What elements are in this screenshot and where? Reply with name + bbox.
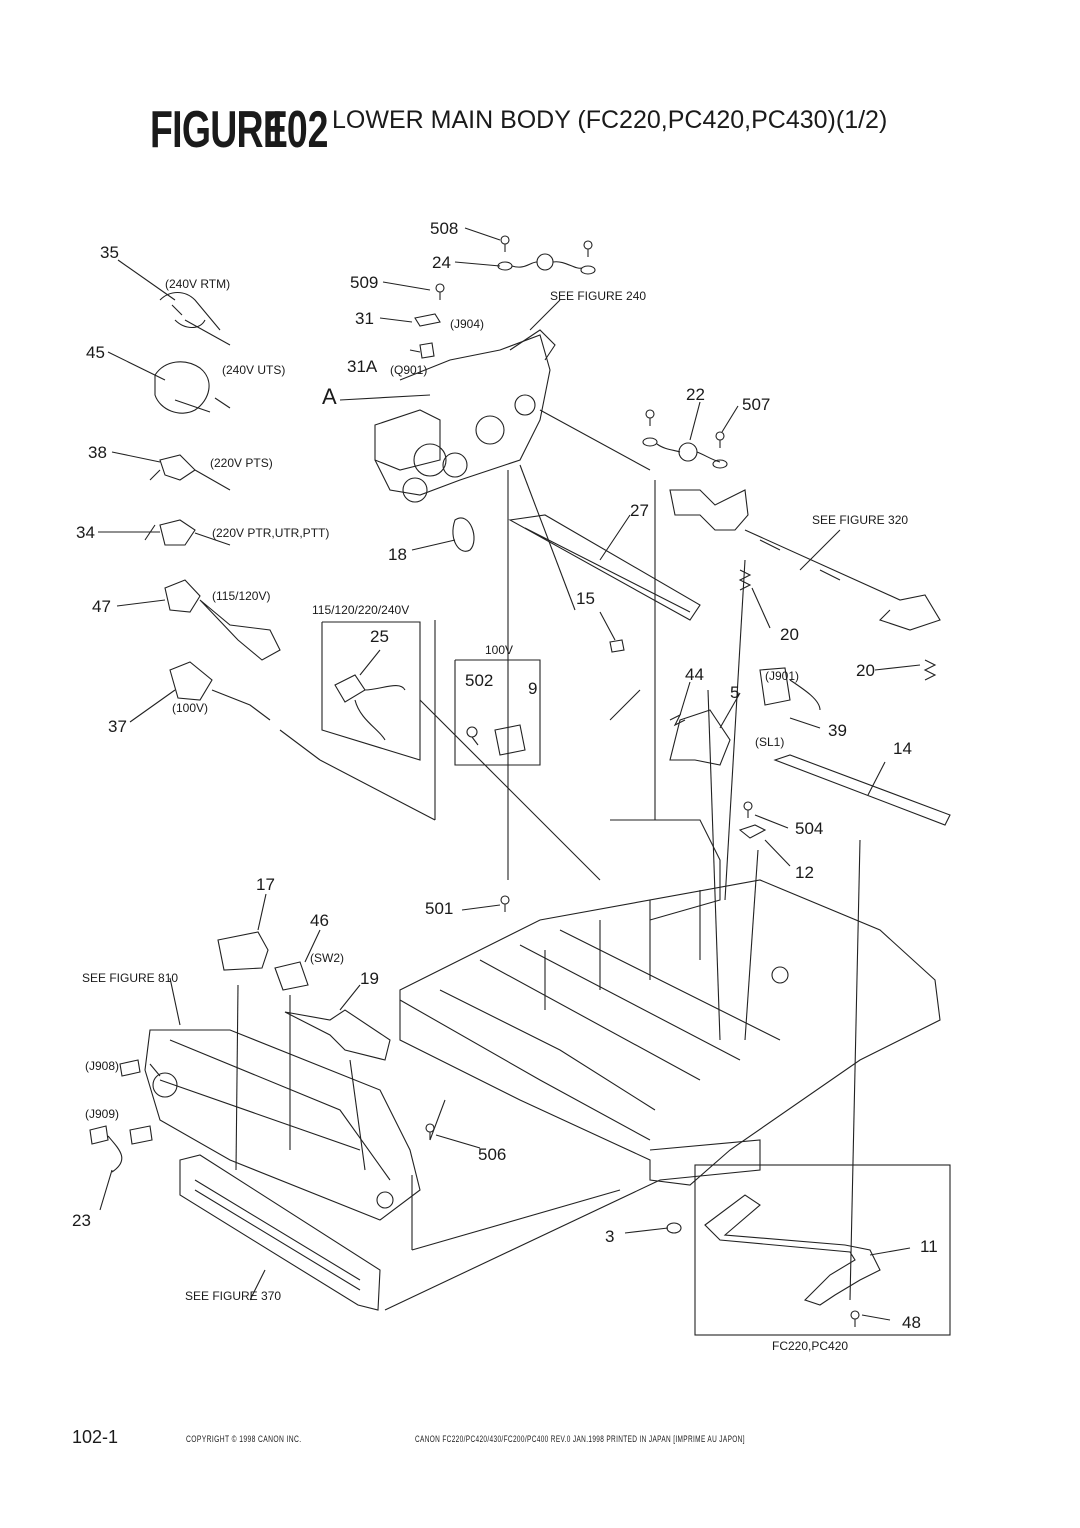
note-100v-plug: (100V) — [172, 701, 208, 715]
callout-507: 507 — [742, 395, 770, 414]
callout-5: 5 — [730, 683, 739, 702]
callout-508: 508 — [430, 219, 458, 238]
callout-20-right: 20 — [856, 661, 875, 680]
note-240v-rtm: (240V RTM) — [165, 277, 230, 291]
callout-37: 37 — [108, 717, 127, 736]
note-see-figure-810: SEE FIGURE 810 — [82, 971, 178, 985]
callout-506: 506 — [478, 1145, 506, 1164]
note-j904: (J904) — [450, 317, 484, 331]
callout-9: 9 — [528, 679, 537, 698]
callout-11: 11 — [920, 1237, 938, 1256]
callout-31a: 31A — [347, 357, 378, 376]
callout-22: 22 — [686, 385, 705, 404]
callout-27: 27 — [630, 501, 649, 520]
note-q901: (Q901) — [390, 363, 427, 377]
note-j908: (J908) — [85, 1059, 119, 1073]
note-sw2: (SW2) — [310, 951, 344, 965]
figure-number: 102 — [266, 101, 329, 159]
callout-20-upper: 20 — [780, 625, 799, 644]
callout-17: 17 — [256, 875, 275, 894]
callout-34: 34 — [76, 523, 95, 542]
note-j909: (J909) — [85, 1107, 119, 1121]
note-see-figure-240: SEE FIGURE 240 — [550, 289, 646, 303]
callout-14: 14 — [893, 739, 912, 758]
note-100v-box: 100V — [485, 643, 513, 657]
callout-15: 15 — [576, 589, 595, 608]
diagram-linework — [89, 227, 951, 1336]
callout-45: 45 — [86, 343, 105, 362]
callout-47: 47 — [92, 597, 111, 616]
page-number: 102-1 — [72, 1427, 119, 1447]
note-fc220-pc420: FC220,PC420 — [772, 1339, 848, 1353]
callout-502: 502 — [465, 671, 493, 690]
note-240v-uts: (240V UTS) — [222, 363, 285, 377]
note-see-figure-320: SEE FIGURE 320 — [812, 513, 908, 527]
note-j901: (J901) — [765, 669, 799, 683]
note-220v-pts: (220V PTS) — [210, 456, 273, 470]
revision-text: CANON FC220/PC420/430/FC200/PC400 REV.0 … — [415, 1434, 745, 1444]
note-see-figure-370: SEE FIGURE 370 — [185, 1289, 281, 1303]
callout-39: 39 — [828, 721, 847, 740]
callout-44: 44 — [685, 665, 704, 684]
notes: (240V RTM) (240V UTS) (220V PTS) (220V P… — [82, 277, 908, 1353]
callout-23: 23 — [72, 1211, 91, 1230]
callout-46: 46 — [310, 911, 329, 930]
callout-3: 3 — [605, 1227, 614, 1246]
callout-509: 509 — [350, 273, 378, 292]
callout-12: 12 — [795, 863, 814, 882]
callout-501: 501 — [425, 899, 453, 918]
figure-word: FIGURE — [150, 101, 288, 159]
callout-a: A — [322, 384, 337, 409]
callout-24: 24 — [432, 253, 451, 272]
note-voltages: 115/120/220/240V — [312, 603, 409, 617]
callout-numbers: 508 24 35 509 31 45 31A A 22 507 38 27 3… — [72, 219, 938, 1332]
figure-subtitle: LOWER MAIN BODY (FC220,PC420,PC430)(1/2) — [332, 106, 888, 134]
note-sl1: (SL1) — [755, 735, 784, 749]
copyright-text: COPYRIGHT © 1998 CANON INC. — [186, 1434, 302, 1444]
callout-38: 38 — [88, 443, 107, 462]
callout-31: 31 — [355, 309, 374, 328]
figure-title: FIGURE 102 LOWER MAIN BODY (FC220,PC420,… — [150, 100, 887, 160]
callout-18: 18 — [388, 545, 407, 564]
callout-19: 19 — [360, 969, 379, 988]
callout-48: 48 — [902, 1313, 921, 1332]
callout-504: 504 — [795, 819, 823, 838]
note-220v-ptr: (220V PTR,UTR,PTT) — [212, 526, 329, 540]
callout-35: 35 — [100, 243, 119, 262]
callout-25: 25 — [370, 627, 389, 646]
note-115-120v: (115/120V) — [212, 589, 270, 603]
